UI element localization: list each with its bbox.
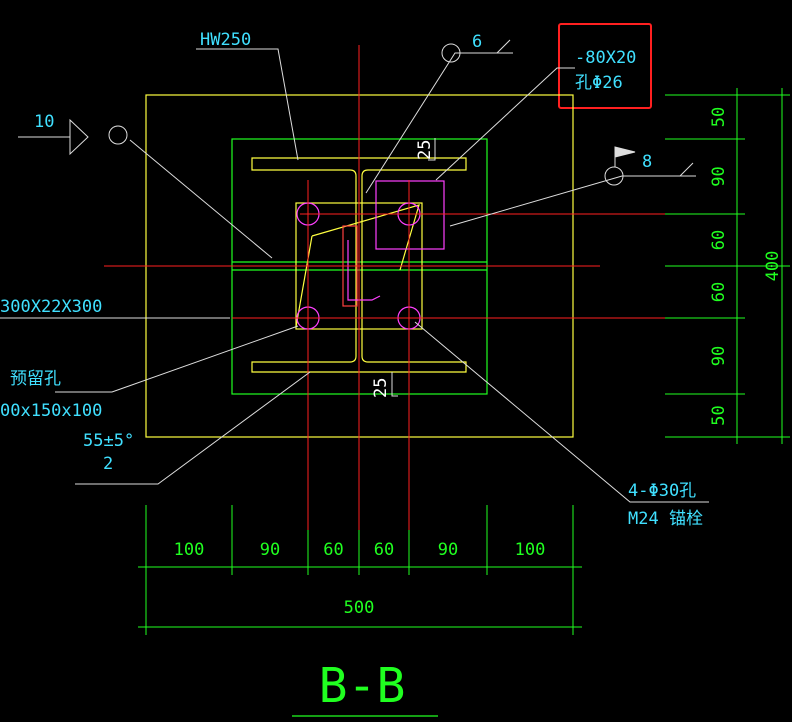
hw-section-shape	[251, 157, 467, 373]
dim-vertical-value: 90	[709, 166, 729, 186]
dim-horizontal-value: 60	[374, 540, 394, 560]
dim-total-vertical: 400	[763, 251, 783, 282]
label-weld-25-top: 25	[415, 140, 435, 160]
label-weld-left: 10	[34, 112, 54, 132]
dim-vertical-value: 60	[709, 230, 729, 250]
section-title: B-B	[319, 658, 406, 714]
label-angle: 55±5°	[83, 431, 134, 451]
label-weld-right: 8	[642, 152, 652, 172]
axis-lines	[104, 45, 665, 570]
dim-total-horizontal: 500	[344, 598, 375, 618]
label-base-plate: 300X22X300	[0, 297, 102, 317]
dim-vertical-value: 50	[709, 107, 729, 127]
dim-vertical	[665, 88, 790, 444]
dim-horizontal-value: 100	[174, 540, 205, 560]
weld-symbols	[69, 39, 694, 186]
dim-vertical-value: 60	[709, 282, 729, 302]
label-reserved-hole: 预留孔	[10, 369, 61, 389]
dim-horizontal	[138, 505, 582, 635]
dim-vertical-value: 50	[709, 405, 729, 425]
dim-vertical-values: 50 90 60 60 90 50	[709, 107, 729, 426]
label-bolt-holes: 4-Φ30孔	[628, 481, 696, 501]
dim-horizontal-value: 100	[515, 540, 546, 560]
highlight-box	[558, 23, 652, 109]
dim-vertical-value: 90	[709, 346, 729, 366]
label-anchor-bolt: M24 锚栓	[628, 509, 703, 529]
label-angle-gap: 2	[103, 454, 113, 474]
label-weld-top: 6	[472, 32, 482, 52]
label-reserved-size: 00x150x100	[0, 401, 102, 421]
dim-horizontal-value: 60	[323, 540, 343, 560]
weld-25-brackets	[391, 138, 436, 397]
dim-horizontal-value: 90	[438, 540, 458, 560]
label-plate-spec: -80X20	[575, 48, 636, 68]
reserved-hole-detail	[347, 240, 381, 301]
dim-horizontal-value: 90	[260, 540, 280, 560]
shear-key-plate	[375, 180, 445, 250]
dim-horizontal-values: 100 90 60 60 90 100	[174, 540, 546, 560]
label-hw250: HW250	[200, 30, 251, 50]
label-weld-25-bottom: 25	[371, 378, 391, 398]
leader-lines	[0, 48, 709, 503]
label-hole-spec: 孔Φ26	[575, 73, 623, 93]
